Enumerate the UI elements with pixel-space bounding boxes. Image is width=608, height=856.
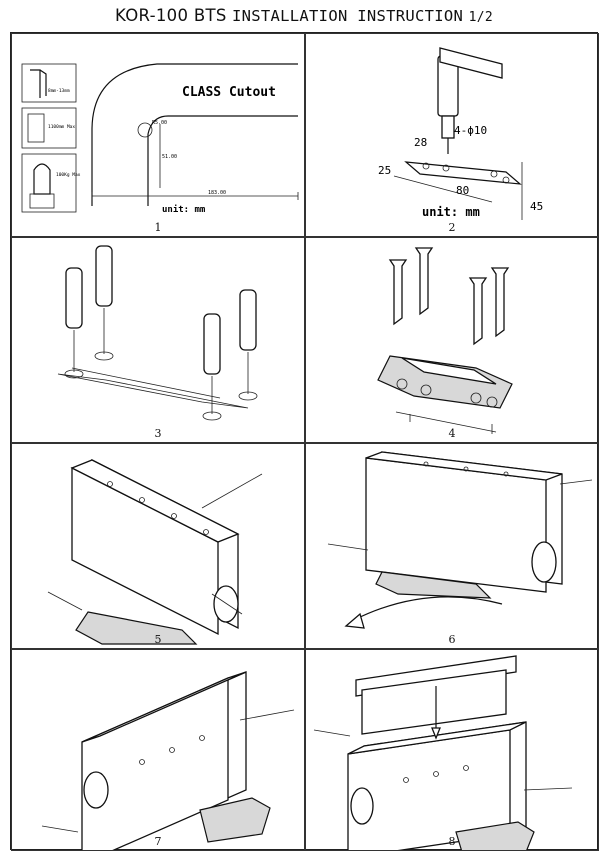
dim-d: 45	[530, 200, 543, 213]
step-number-6: 6	[448, 633, 456, 646]
page-title: KOR-100 BTS INSTALLATION INSTRUCTION 1/2	[0, 6, 608, 25]
step-6-panel: 6	[305, 443, 599, 649]
step-2-illustration: 28 4-ϕ10 25 80 45 unit: mm	[378, 47, 543, 220]
step-7-panel: 7	[11, 649, 305, 851]
title-main: INSTALLATION INSTRUCTION	[232, 7, 464, 25]
spec-thickness: 8mm-13mm	[48, 88, 70, 94]
page-indicator: 1/2	[468, 10, 493, 25]
step-number-5: 5	[154, 633, 162, 646]
cutout-label: CLASS Cutout	[182, 85, 276, 100]
step-4-panel: 4	[305, 237, 599, 443]
step-6-illustration	[327, 451, 593, 629]
spec-height: 1100mm Max	[48, 124, 75, 130]
step-number-1: 1	[154, 221, 162, 234]
step-number-7: 7	[154, 835, 162, 848]
step-4-illustration	[377, 247, 513, 434]
step-1-illustration: 8mm-13mm 1100mm Max 100Kg Max CLASS Cuto…	[21, 63, 299, 215]
spec-weight: 100Kg Max	[56, 172, 81, 178]
step-3-illustration	[57, 245, 258, 421]
step-5-panel: 5	[11, 443, 305, 649]
step-1-panel: 8mm-13mm 1100mm Max 100Kg Max CLASS Cuto…	[11, 33, 305, 237]
unit-label-2: unit: mm	[422, 205, 480, 219]
dim-c: 80	[456, 184, 469, 197]
dim-holes: 4-ϕ10	[454, 124, 487, 137]
step-number-3: 3	[154, 427, 162, 440]
step-number-8: 8	[448, 835, 456, 848]
model-name: KOR-100 BTS	[115, 6, 227, 25]
step-2-panel: 28 4-ϕ10 25 80 45 unit: mm 2	[305, 33, 599, 237]
step-5-illustration	[47, 458, 263, 645]
dim-radius: R5.00	[152, 120, 167, 126]
step-8-illustration	[313, 655, 573, 850]
dim-depth: 51.00	[162, 154, 177, 160]
step-number-2: 2	[448, 221, 456, 234]
step-7-illustration	[41, 671, 295, 850]
step-number-4: 4	[448, 427, 456, 440]
dim-width: 183.00	[208, 190, 226, 196]
dim-b: 25	[378, 164, 391, 177]
anchor-sleeve	[65, 245, 257, 375]
step-8-panel: 8	[305, 649, 599, 851]
step-3-panel: 3	[11, 237, 305, 443]
dim-a: 28	[414, 136, 427, 149]
unit-label-1: unit: mm	[162, 204, 206, 215]
screw-set	[388, 247, 510, 346]
instruction-sheet: 8mm-13mm 1100mm Max 100Kg Max CLASS Cuto…	[10, 32, 599, 851]
